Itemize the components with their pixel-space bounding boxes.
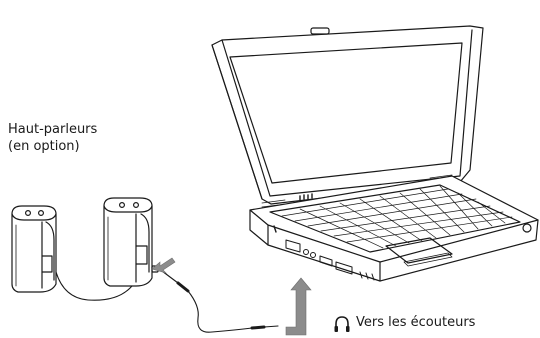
- speakers-caption-line1: Haut-parleurs: [8, 121, 97, 138]
- headphones-icon: [333, 314, 351, 334]
- speakers-caption-line2: (en option): [8, 138, 97, 155]
- arrow-to-headphone-port: [286, 278, 311, 335]
- headphones-caption: Vers les écouteurs: [356, 314, 475, 331]
- speakers-caption: Haut-parleurs (en option): [8, 121, 97, 155]
- audio-cable: [162, 271, 278, 332]
- laptop: [212, 26, 538, 281]
- speaker-left: [12, 206, 56, 292]
- lid-logo: [311, 28, 329, 34]
- speaker-right: [104, 198, 158, 286]
